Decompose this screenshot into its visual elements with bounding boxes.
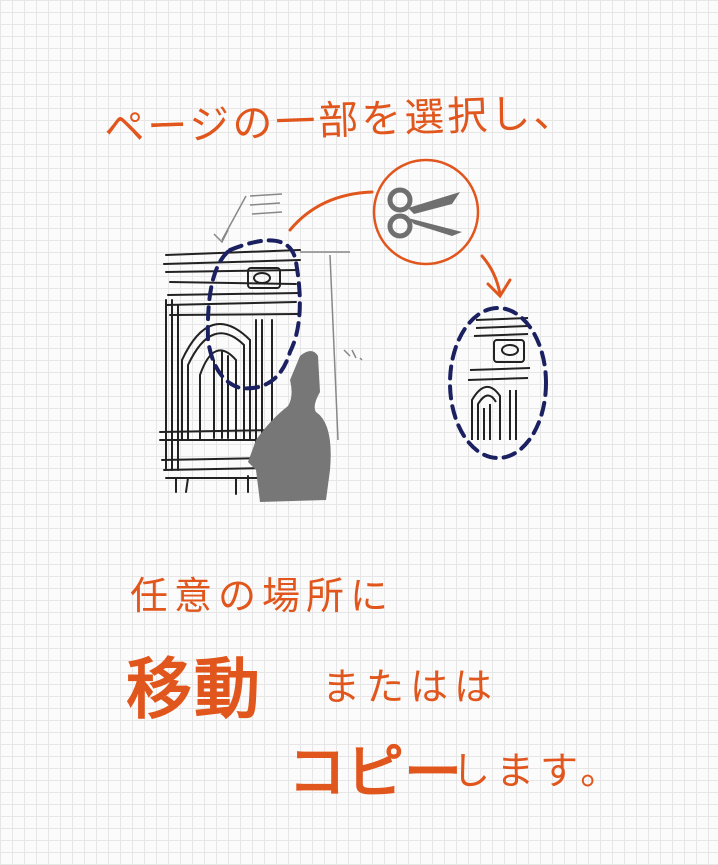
location-text: 任意の場所に	[130, 574, 395, 618]
selection-outline	[205, 238, 302, 391]
do-text: します。	[452, 749, 625, 793]
scissors-circle	[372, 158, 480, 266]
or-text: またはは	[322, 665, 499, 709]
arrow-icon	[480, 254, 512, 299]
person-silhouette	[248, 351, 331, 502]
copy-selection-outline	[448, 306, 548, 460]
move-text: 移動	[126, 651, 262, 728]
copy-text: コピー	[288, 738, 463, 806]
copied-clip	[467, 317, 531, 440]
scissors-icon	[387, 187, 462, 239]
